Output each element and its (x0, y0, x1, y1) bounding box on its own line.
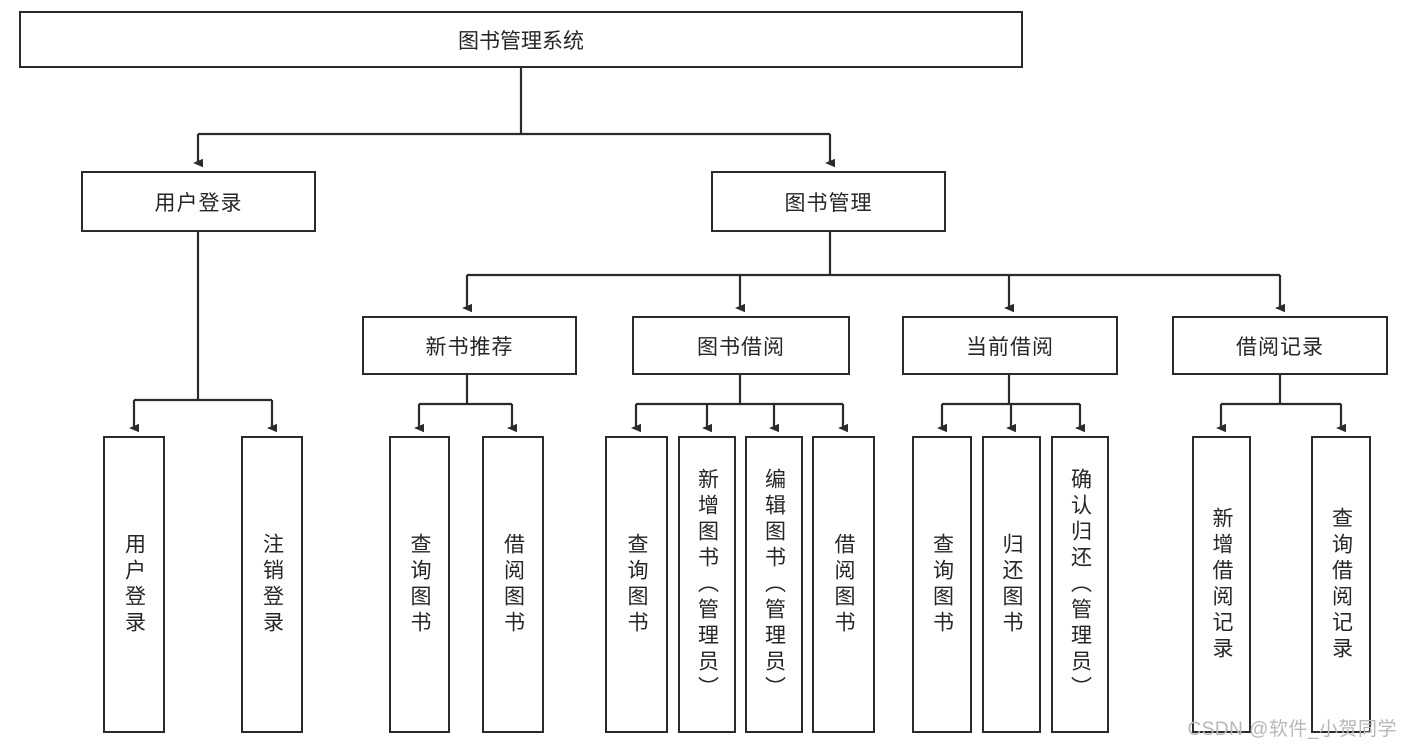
node-book-management[interactable]: 图书管理 (711, 171, 946, 232)
leaf-label: 查询借阅记录 (1329, 506, 1353, 663)
leaf-label: 借阅图书 (832, 532, 855, 637)
leaf-add-book-admin[interactable]: 新增图书（管理员） (678, 436, 736, 733)
leaf-borrow-book-recommend[interactable]: 借阅图书 (482, 436, 544, 733)
leaf-logout[interactable]: 注销登录 (241, 436, 303, 733)
leaf-user-login[interactable]: 用户登录 (103, 436, 165, 733)
node-borrow-record-label: 借阅记录 (1236, 335, 1324, 359)
node-book-management-label: 图书管理 (784, 191, 873, 215)
leaf-query-book-current[interactable]: 查询图书 (912, 436, 972, 733)
leaf-label: 新增图书（管理员） (695, 467, 719, 702)
leaf-label: 用户登录 (122, 532, 146, 637)
node-user-login[interactable]: 用户登录 (81, 171, 316, 232)
leaf-query-book-recommend[interactable]: 查询图书 (389, 436, 450, 733)
leaf-label: 查询图书 (408, 532, 431, 637)
node-book-borrow-label: 图书借阅 (697, 335, 785, 359)
leaf-label: 归还图书 (1000, 532, 1023, 637)
leaf-return-book[interactable]: 归还图书 (982, 436, 1041, 733)
node-book-borrow[interactable]: 图书借阅 (632, 316, 850, 375)
node-root[interactable]: 图书管理系统 (19, 11, 1023, 68)
node-new-book-recommend-label: 新书推荐 (425, 335, 514, 359)
leaf-edit-book-admin[interactable]: 编辑图书（管理员） (745, 436, 803, 733)
leaf-query-borrow-record[interactable]: 查询借阅记录 (1311, 436, 1371, 733)
node-root-label: 图书管理系统 (458, 29, 584, 53)
leaf-borrow-book[interactable]: 借阅图书 (812, 436, 875, 733)
node-borrow-record[interactable]: 借阅记录 (1172, 316, 1388, 375)
node-current-borrow[interactable]: 当前借阅 (902, 316, 1118, 375)
leaf-confirm-return-admin[interactable]: 确认归还（管理员） (1051, 436, 1109, 733)
leaf-add-borrow-record[interactable]: 新增借阅记录 (1192, 436, 1251, 733)
leaf-label: 查询图书 (930, 532, 954, 637)
leaf-label: 借阅图书 (501, 532, 525, 637)
leaf-label: 注销登录 (260, 532, 284, 637)
node-new-book-recommend[interactable]: 新书推荐 (362, 316, 577, 375)
leaf-label: 确认归还（管理员） (1068, 467, 1092, 702)
leaf-label: 新增借阅记录 (1210, 506, 1233, 663)
leaf-label: 查询图书 (625, 532, 648, 637)
leaf-query-book-borrow[interactable]: 查询图书 (605, 436, 668, 733)
node-user-login-label: 用户登录 (154, 191, 243, 215)
node-current-borrow-label: 当前借阅 (966, 335, 1054, 359)
csdn-watermark: CSDN @软件_小贺同学 (1187, 719, 1397, 740)
leaf-label: 编辑图书（管理员） (762, 467, 786, 702)
